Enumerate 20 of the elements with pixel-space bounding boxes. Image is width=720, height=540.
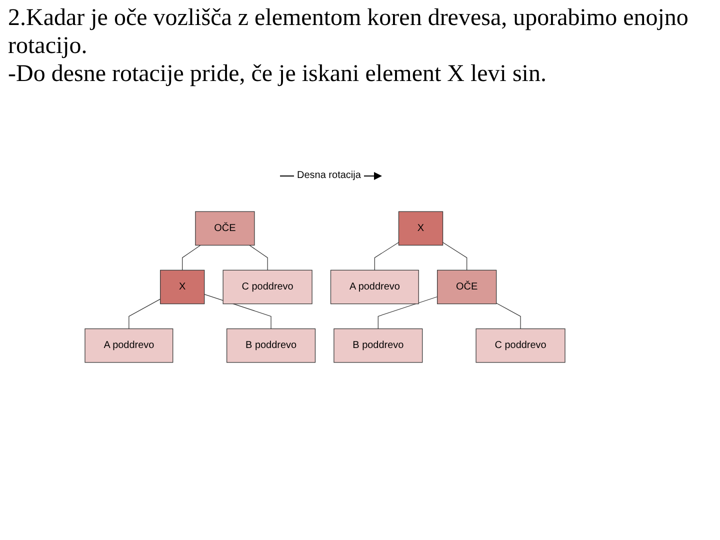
node-box: C poddrevo xyxy=(222,270,312,304)
node-box: OČE xyxy=(195,211,255,246)
node-box: B poddrevo xyxy=(334,328,423,363)
node-box: OČE xyxy=(437,270,497,304)
note: -Do desne rotacije pride, če je iskani element X levi sin. xyxy=(8,60,548,88)
node-box: A poddrevo xyxy=(330,270,419,304)
connector xyxy=(182,244,201,270)
node-box: B poddrevo xyxy=(226,328,316,363)
connector xyxy=(442,242,468,270)
connector xyxy=(378,296,438,330)
node-box: X xyxy=(160,270,205,304)
node-box: X xyxy=(398,211,444,246)
connector xyxy=(128,298,161,330)
connector xyxy=(496,302,521,330)
node-box: A poddrevo xyxy=(84,328,174,363)
direction-label: Desna rotacija xyxy=(297,170,361,181)
node-box: C poddrevo xyxy=(476,328,566,363)
connector xyxy=(374,242,400,270)
title: 2.Kadar je oče vozlišča z elementom koren drevesa, uporabimo enojno rotacijo. xyxy=(8,4,690,60)
connector xyxy=(249,244,268,270)
